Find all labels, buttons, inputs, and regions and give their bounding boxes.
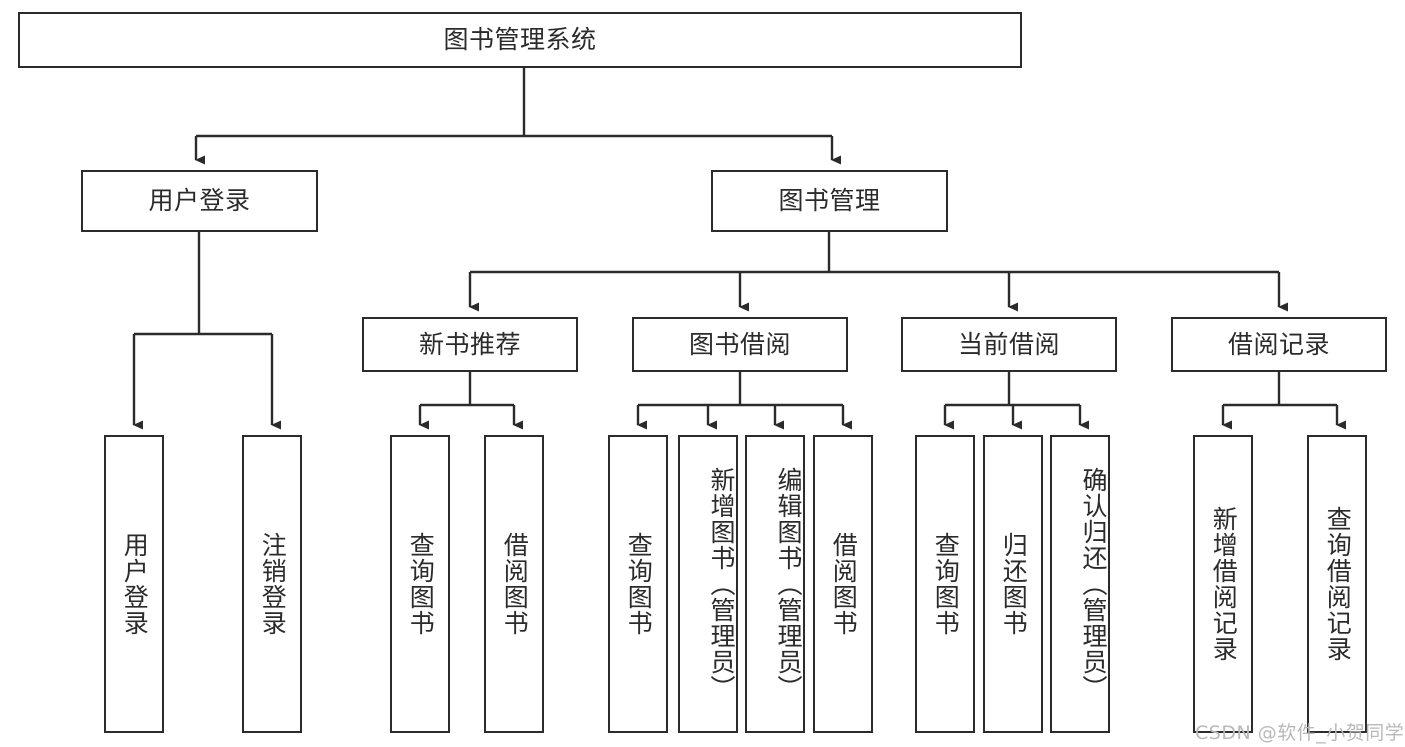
node-book-management[interactable]: 图书管理 — [711, 170, 948, 232]
leaf-borrow-book-bb[interactable]: 借阅图书 — [813, 435, 873, 733]
borrow-record-to-leaves-connectors — [1221, 372, 1346, 430]
root-to-level2-connectors — [194, 68, 841, 165]
book-borrow-to-leaves-connectors — [636, 372, 852, 430]
leaf-add-borrow-record[interactable]: 新增借阅记录 — [1193, 435, 1253, 733]
current-borrow-to-leaves-connectors — [943, 372, 1089, 430]
node-current-borrow[interactable]: 当前借阅 — [901, 317, 1117, 372]
leaf-edit-book-admin[interactable]: 编辑图书（管理员） — [745, 435, 805, 733]
leaf-return-book[interactable]: 归还图书 — [983, 435, 1043, 733]
leaf-add-book-admin[interactable]: 新增图书（管理员） — [678, 435, 738, 733]
new-book-rec-to-leaves-connectors — [418, 372, 523, 430]
node-user-login[interactable]: 用户登录 — [81, 170, 318, 232]
leaf-query-book-bb[interactable]: 查询图书 — [608, 435, 668, 733]
node-borrow-record[interactable]: 借阅记录 — [1171, 317, 1387, 372]
node-book-borrow[interactable]: 图书借阅 — [632, 317, 848, 372]
leaf-query-book-cb[interactable]: 查询图书 — [915, 435, 975, 733]
leaf-borrow-book-nbr[interactable]: 借阅图书 — [484, 435, 544, 733]
user-login-to-leaves-connectors — [132, 232, 281, 430]
node-new-book-recommend[interactable]: 新书推荐 — [362, 317, 578, 372]
leaf-query-borrow-record[interactable]: 查询借阅记录 — [1307, 435, 1367, 733]
book-manage-to-level3-connectors — [468, 232, 1288, 312]
leaf-logout[interactable]: 注销登录 — [242, 435, 302, 733]
leaf-confirm-return-admin[interactable]: 确认归还（管理员） — [1050, 435, 1110, 733]
leaf-user-login[interactable]: 用户登录 — [104, 435, 164, 733]
csdn-watermark: CSDN @软件_小贺同学 — [1195, 722, 1405, 744]
node-root[interactable]: 图书管理系统 — [18, 12, 1022, 68]
leaf-query-book-nbr[interactable]: 查询图书 — [390, 435, 450, 733]
